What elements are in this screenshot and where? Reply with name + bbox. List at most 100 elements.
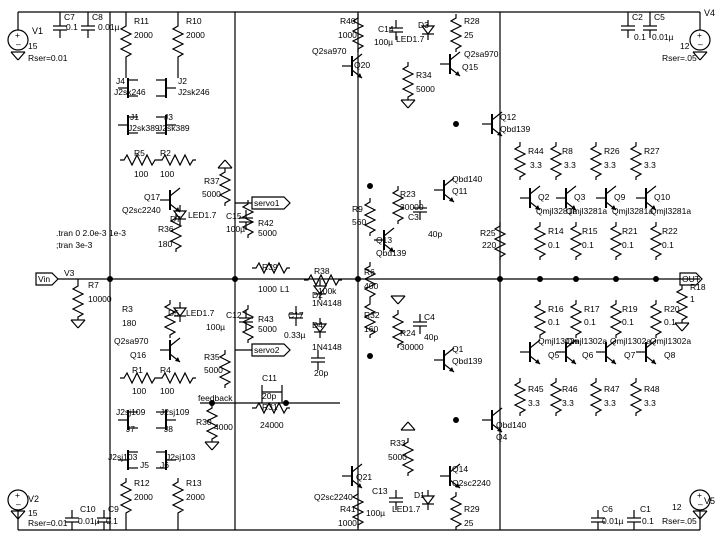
resistor-r13[interactable] [172,477,184,530]
resistor-r37[interactable] [217,159,233,207]
r23-name: R23 [400,189,416,199]
capacitor-c7[interactable] [52,12,68,39]
c9-name: C9 [108,504,119,514]
resistor-r7[interactable] [70,279,86,329]
npn-q17[interactable] [159,187,181,213]
r36-name: R36 [158,224,174,234]
r45-value: 3.3 [528,398,540,408]
r9-value: 560 [352,217,366,227]
pnp-q16[interactable] [159,337,181,363]
resistor-r48[interactable] [630,377,642,417]
r13-value: 2000 [186,492,205,502]
capacitor-20p[interactable] [310,349,326,371]
r30-name: R30 [196,417,212,427]
r34-name: R34 [416,70,432,80]
r8-name: R8 [562,146,573,156]
r37-value: 5000 [202,189,221,199]
resistor-r29[interactable] [450,491,462,531]
r8-value: 3.3 [564,160,576,170]
vin-port[interactable] [35,272,59,286]
resistor-r19[interactable] [610,299,622,339]
npn-q1[interactable] [433,347,455,373]
v4-name: V4 [704,8,715,18]
j7-model: J2sj109 [116,407,146,417]
capacitor-c1[interactable] [626,509,642,531]
capacitor-c11[interactable] [261,385,283,403]
c12-value: 100µ [206,322,225,332]
resistor-r8[interactable] [550,141,562,181]
r34-value: 5000 [416,84,435,94]
servo1-label: servo1 [254,198,280,208]
r30-value: 4000 [214,422,233,432]
capacitor-c8[interactable] [80,12,96,39]
v4-rser: Rser=.05 [662,53,697,63]
r15-value: 0.1 [582,240,594,250]
voltage-source-v1[interactable] [7,29,29,61]
c13-value: 100µ [366,508,385,518]
resistor-r20[interactable] [650,299,662,339]
jfet-j2[interactable] [155,77,177,99]
resistor-r34[interactable] [400,61,416,109]
resistor-r46[interactable] [550,377,562,417]
resistor-r16[interactable] [534,299,546,339]
resistor-r11[interactable] [120,12,132,78]
resistor-r28[interactable] [450,13,462,53]
servo2-port[interactable] [251,343,291,357]
r41-value: 1000 [338,518,357,528]
resistor-r27[interactable] [630,141,642,181]
servo1-port[interactable] [251,196,291,210]
resistor-r24[interactable] [390,295,406,349]
resistor-r14[interactable] [534,221,546,261]
resistor-r22[interactable] [650,221,662,261]
c8-value: 0.01µ [98,22,120,32]
resistor-r44[interactable] [514,141,526,181]
r24-name: R24 [400,328,416,338]
resistor-r38[interactable] [303,274,343,286]
r21-value: 0.1 [622,240,634,250]
out-port[interactable] [679,272,703,286]
npn-q12[interactable] [481,111,503,137]
c8-name: C8 [92,12,103,22]
d5-name: D5 [168,308,179,318]
r47-value: 3.3 [604,398,616,408]
r4-name: R4 [160,365,171,375]
r41-name: R41 [340,504,356,514]
r33-value: 5000 [388,452,407,462]
resistor-r26[interactable] [590,141,602,181]
r22-value: 0.1 [662,240,674,250]
r48-value: 3.3 [644,398,656,408]
r39-name: R39 [262,262,278,272]
resistor-r47[interactable] [590,377,602,417]
r48-name: R48 [644,384,660,394]
resistor-r15[interactable] [570,221,582,261]
resistor-r17[interactable] [570,299,582,339]
r44-value: 3.3 [530,160,542,170]
r44-name: R44 [528,146,544,156]
resistor-r33[interactable] [400,421,416,477]
resistor-r9[interactable] [364,197,376,237]
resistor-r12[interactable] [120,477,132,530]
q9-name: Q9 [614,192,626,202]
v1-value: 15 [28,41,38,51]
q3-name: Q3 [574,192,586,202]
r14-value: 0.1 [548,240,560,250]
resistor-r45[interactable] [514,377,526,417]
pnp-q15[interactable] [439,51,461,77]
npn-q11[interactable] [433,177,455,203]
resistor-r43[interactable] [242,304,254,344]
resistor-r3[interactable] [164,299,176,339]
capacitor-c2[interactable] [620,12,636,39]
q1-model: Qbd139 [452,356,483,366]
resistor-r10[interactable] [172,12,184,78]
r11-name: R11 [134,16,149,26]
r20-value: 0.1 [664,317,676,327]
q20-model: Q2sa970 [312,46,347,56]
pnp-q5[interactable] [519,339,541,365]
d2-name: D2 [312,290,323,300]
r12-name: R12 [134,478,150,488]
j2-name: J2 [178,76,187,86]
capacitor-c5[interactable] [642,12,658,39]
r29-value: 25 [464,518,474,528]
resistor-r21[interactable] [610,221,622,261]
